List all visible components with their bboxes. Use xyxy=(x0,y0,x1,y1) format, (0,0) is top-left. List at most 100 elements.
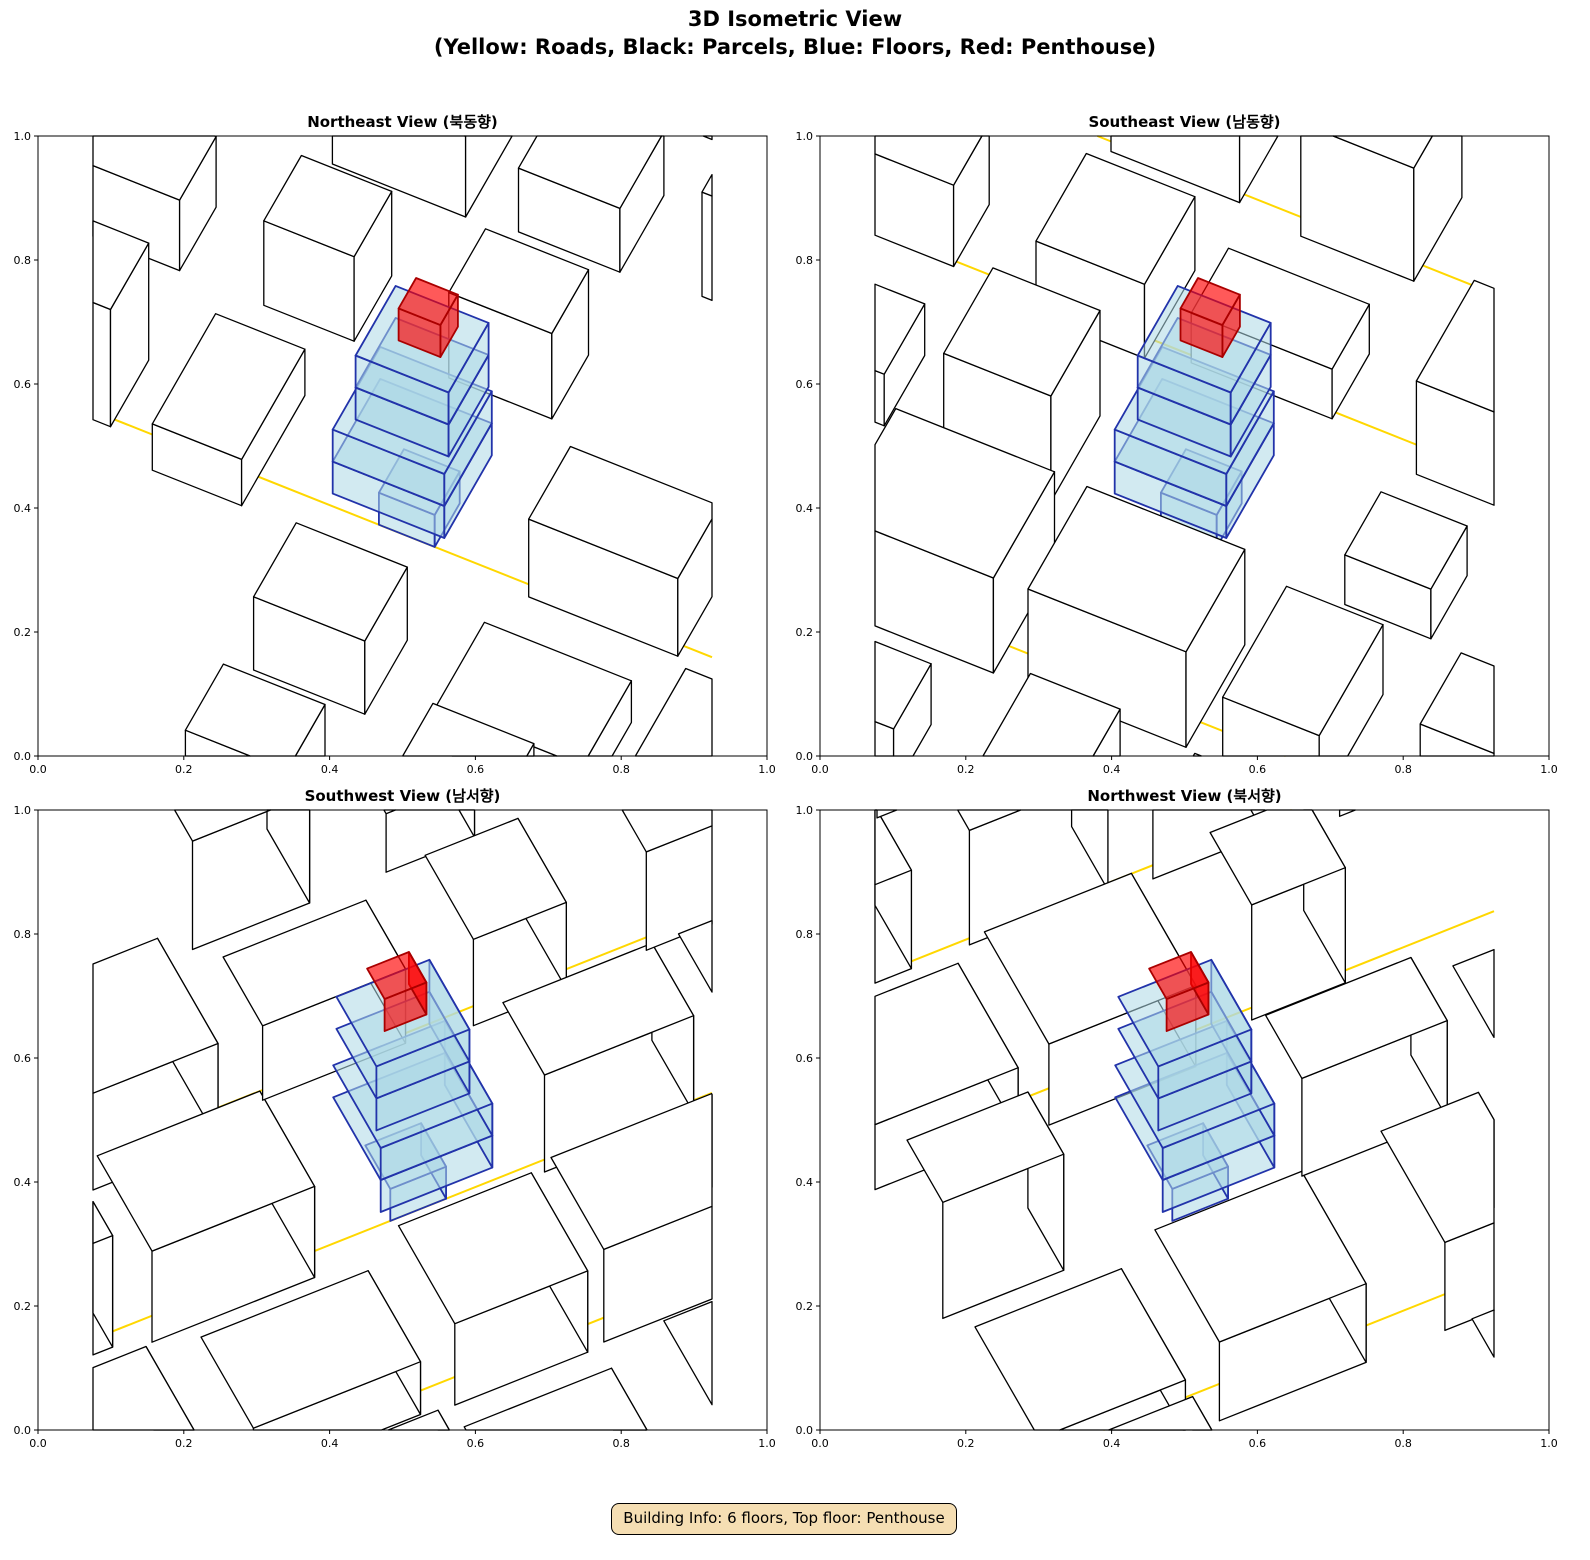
y-tick-label: 0.8 xyxy=(796,254,814,267)
y-tick-label: 0.0 xyxy=(14,1424,32,1437)
parcel-building xyxy=(1471,1309,1495,1358)
parcel-building xyxy=(151,313,306,507)
top-face xyxy=(1027,485,1246,653)
y-tick-label: 0.8 xyxy=(796,928,814,941)
top-face xyxy=(1222,585,1384,737)
y-tick-label: 0.4 xyxy=(796,502,814,515)
figure-title: 3D Isometric View xyxy=(687,7,903,31)
scene xyxy=(874,809,1495,1431)
parcel-building xyxy=(92,1345,195,1431)
top-face xyxy=(92,937,219,1094)
y-tick-label: 0.6 xyxy=(14,378,32,391)
y-tick-label: 0.4 xyxy=(14,502,32,515)
parcel-building xyxy=(663,1300,713,1406)
front-face xyxy=(874,369,885,427)
x-tick-label: 0.2 xyxy=(175,1437,193,1450)
parcel-building xyxy=(550,1093,713,1343)
penthouse-floor xyxy=(1179,277,1241,359)
y-tick-label: 0.4 xyxy=(796,1176,814,1189)
x-tick-label: 0.0 xyxy=(811,1437,829,1450)
parcel-building xyxy=(92,1200,114,1356)
x-tick-label: 0.0 xyxy=(29,1437,47,1450)
y-tick-label: 0.8 xyxy=(14,254,32,267)
subplot-title: Southwest View (남서향) xyxy=(305,787,501,805)
x-tick-label: 0.8 xyxy=(612,763,630,776)
parcel-building xyxy=(92,220,150,428)
y-tick-label: 0.2 xyxy=(796,1300,814,1313)
top-face xyxy=(434,621,633,757)
parcel-building xyxy=(263,154,393,342)
building-info-box: Building Info: 6 floors, Top floor: Pent… xyxy=(611,1503,957,1535)
y-tick-label: 0.0 xyxy=(14,750,32,763)
x-tick-label: 0.6 xyxy=(467,1437,485,1450)
x-tick-label: 1.0 xyxy=(758,763,776,776)
y-tick-label: 1.0 xyxy=(796,130,814,143)
parcel-building xyxy=(1344,491,1468,640)
x-tick-label: 0.8 xyxy=(1394,1437,1412,1450)
y-tick-label: 1.0 xyxy=(14,804,32,817)
front-face xyxy=(92,301,112,428)
top-face xyxy=(1471,1309,1495,1358)
x-tick-label: 0.6 xyxy=(467,763,485,776)
parcel-building xyxy=(1154,1170,1367,1422)
x-tick-label: 1.0 xyxy=(1540,1437,1558,1450)
penthouse-floor xyxy=(366,951,428,1032)
y-tick-label: 0.2 xyxy=(14,1300,32,1313)
x-tick-label: 0.4 xyxy=(1103,763,1121,776)
top-face xyxy=(874,962,1019,1126)
parcel-building xyxy=(1419,652,1495,757)
top-face xyxy=(677,919,713,993)
top-face xyxy=(448,228,590,335)
top-face xyxy=(1415,279,1495,413)
top-face xyxy=(974,1268,1187,1431)
parcel-building xyxy=(502,942,695,1173)
axes-frame xyxy=(819,135,1550,757)
scene xyxy=(92,135,713,757)
top-face xyxy=(906,1091,1065,1203)
parcel-building xyxy=(463,1367,648,1431)
x-tick-label: 0.8 xyxy=(1394,763,1412,776)
x-tick-label: 0.0 xyxy=(29,763,47,776)
y-tick-label: 0.0 xyxy=(796,1424,814,1437)
axes-frame xyxy=(37,809,768,1431)
axes-frame xyxy=(37,135,768,757)
y-tick-label: 0.4 xyxy=(14,1176,32,1189)
y-tick-label: 0.6 xyxy=(14,1052,32,1065)
parcel-building xyxy=(874,135,990,268)
top-face xyxy=(1035,152,1196,285)
parcel-building xyxy=(874,809,913,984)
top-face xyxy=(943,267,1101,397)
top-face xyxy=(1179,277,1241,327)
y-tick-label: 0.0 xyxy=(796,750,814,763)
top-face xyxy=(528,445,713,580)
top-face xyxy=(502,942,695,1076)
parcel-building xyxy=(874,283,926,427)
parcel-building xyxy=(387,1409,450,1431)
x-tick-label: 0.2 xyxy=(957,763,975,776)
x-tick-label: 0.4 xyxy=(321,1437,339,1450)
y-tick-label: 0.6 xyxy=(796,378,814,391)
top-face xyxy=(550,1093,713,1251)
x-tick-label: 0.2 xyxy=(957,1437,975,1450)
parcel-building xyxy=(173,809,311,951)
top-face xyxy=(252,522,408,642)
top-face xyxy=(874,640,932,730)
x-tick-label: 0.0 xyxy=(811,763,829,776)
top-face xyxy=(663,1300,713,1406)
parcel-building xyxy=(96,1090,316,1343)
top-face xyxy=(263,154,393,258)
top-face xyxy=(1154,1170,1367,1343)
parcel-building xyxy=(184,663,326,757)
x-tick-label: 1.0 xyxy=(758,1437,776,1450)
parcel-building xyxy=(1035,152,1196,359)
parcel-building xyxy=(874,640,932,757)
x-tick-label: 0.2 xyxy=(175,763,193,776)
top-face xyxy=(92,220,150,311)
y-tick-label: 0.6 xyxy=(796,1052,814,1065)
top-face xyxy=(424,817,567,940)
top-face xyxy=(397,1172,589,1325)
top-face xyxy=(1148,951,1210,1000)
x-tick-label: 0.4 xyxy=(321,763,339,776)
